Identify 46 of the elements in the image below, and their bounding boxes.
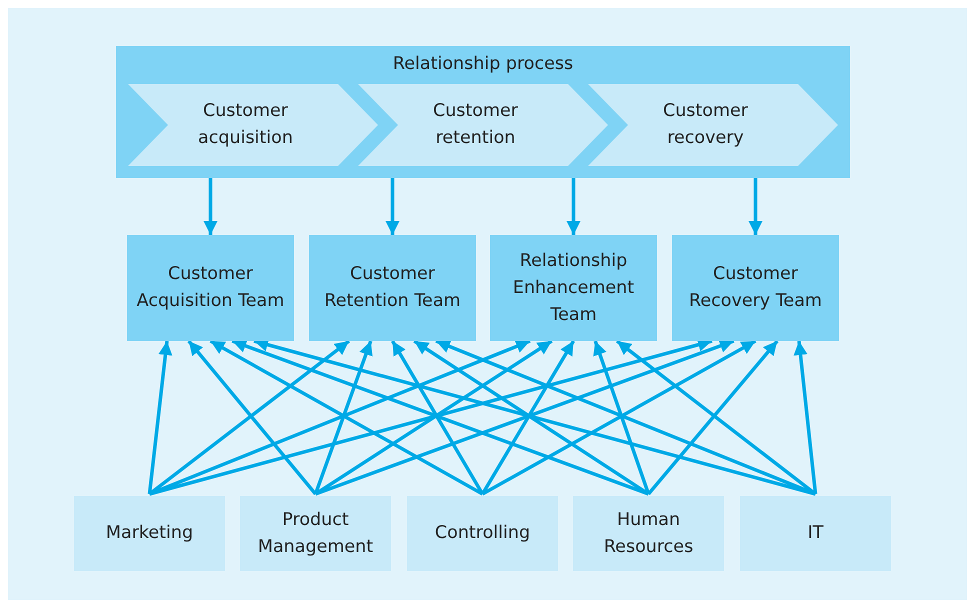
arrow	[794, 340, 818, 494]
arrow	[391, 340, 484, 495]
node-label: Product Management	[256, 508, 374, 558]
node-label: Customer acquisition	[197, 100, 294, 150]
node-label: Customer retention	[432, 100, 519, 150]
chevron-step	[358, 84, 608, 166]
department-box	[407, 496, 558, 571]
node-label: Relationship process	[392, 53, 574, 76]
arrow	[187, 340, 317, 496]
node-label: Customer Acquisition Team	[136, 263, 286, 313]
node-label: Customer recovery	[662, 100, 749, 150]
arrow	[566, 178, 580, 235]
arrow	[204, 178, 218, 235]
arrow	[210, 339, 484, 496]
team-box	[127, 235, 294, 341]
arrow	[386, 178, 400, 235]
team-box	[672, 235, 839, 341]
arrow	[413, 340, 650, 496]
arrow	[647, 340, 779, 496]
department-box	[74, 496, 225, 571]
arrow	[481, 340, 575, 495]
arrow	[148, 340, 172, 494]
arrow	[314, 340, 373, 495]
arrow	[148, 339, 531, 496]
team-box	[490, 235, 657, 341]
arrow	[232, 339, 650, 496]
arrow	[435, 339, 816, 496]
team-box	[309, 235, 476, 341]
node-label: Human Resources	[602, 508, 694, 558]
node-label: Relationship Enhancement Team	[512, 250, 636, 326]
arrow	[482, 339, 756, 496]
arrow	[748, 178, 762, 235]
node-label: Customer Retention Team	[323, 263, 462, 313]
department-box	[240, 496, 391, 571]
arrow	[593, 340, 650, 495]
process-band	[116, 46, 850, 178]
chevron-step	[128, 84, 378, 166]
node-label: Customer Recovery Team	[688, 263, 823, 313]
department-box	[740, 496, 891, 571]
node-label: Controlling	[434, 522, 530, 545]
node-label: IT	[808, 522, 824, 545]
arrow	[314, 340, 553, 496]
arrow	[314, 339, 734, 496]
node-label: Marketing	[106, 522, 194, 545]
department-box	[573, 496, 724, 571]
chevron-step	[588, 84, 838, 166]
